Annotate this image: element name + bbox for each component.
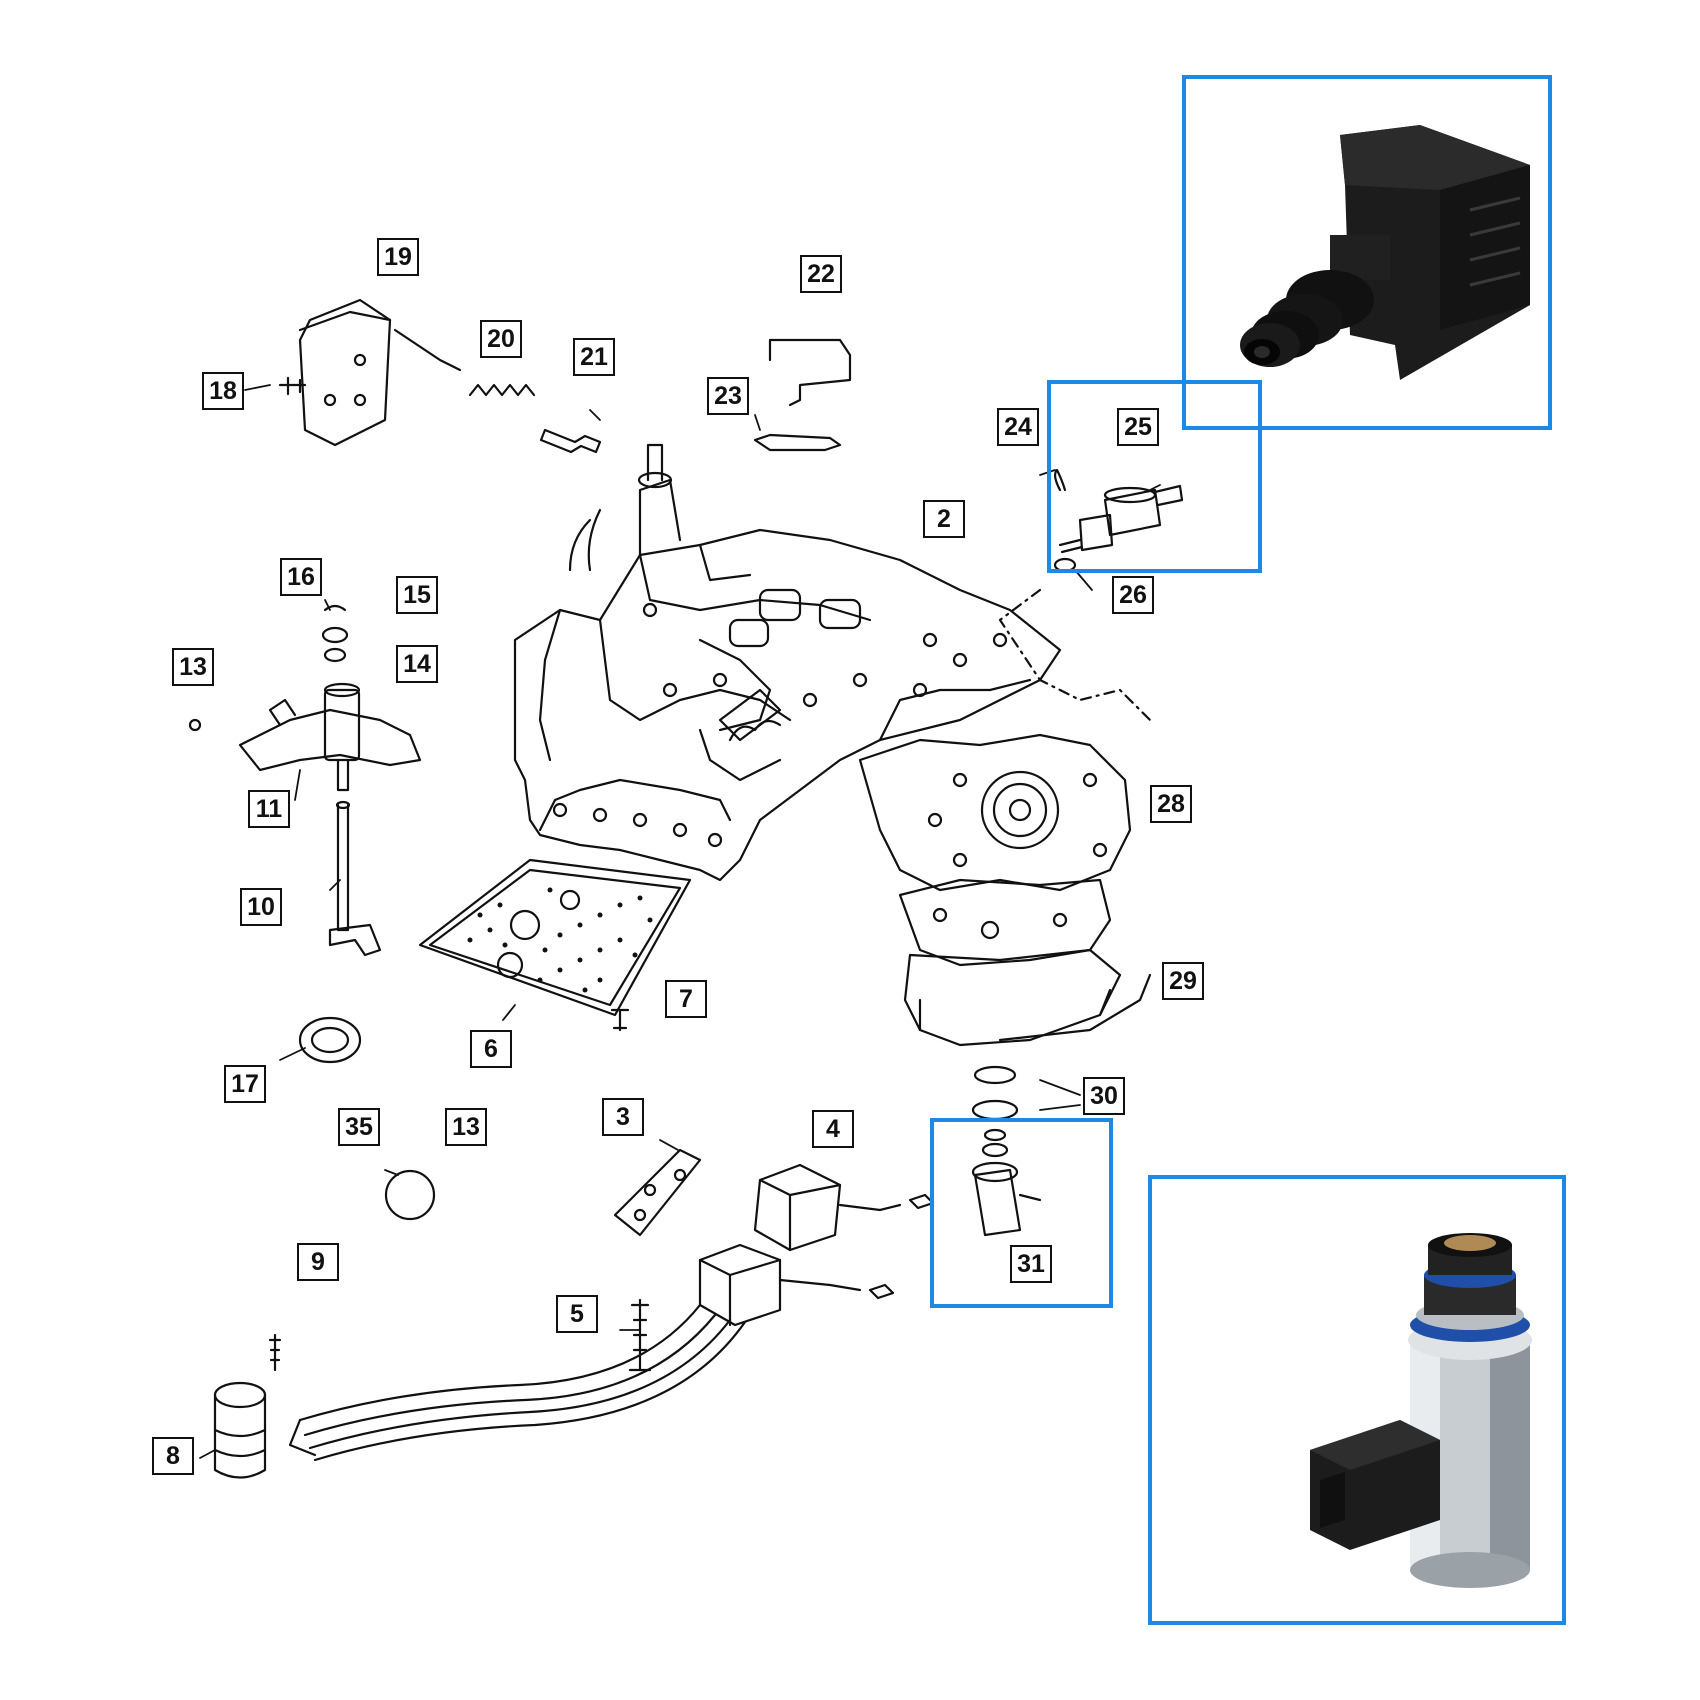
callout-6: 6: [470, 1030, 512, 1068]
valve-body: [513, 443, 1062, 882]
callout-31: 31: [1010, 1245, 1052, 1283]
callout-16: 16: [280, 558, 322, 596]
callout-26: 26: [1112, 576, 1154, 614]
callout-11: 11: [248, 790, 290, 828]
bolt-5: [628, 1298, 652, 1372]
callout-19: 19: [377, 238, 419, 276]
callout-29: 29: [1162, 962, 1204, 1000]
callout-22: 22: [800, 255, 842, 293]
callout-15: 15: [396, 576, 438, 614]
callout-3: 3: [602, 1098, 644, 1136]
highlight-box-bottom-photo: [1148, 1175, 1566, 1625]
sensor-8: [213, 1381, 267, 1479]
callout-8: 8: [152, 1437, 194, 1475]
callout-17: 17: [224, 1065, 266, 1103]
callout-35: 35: [338, 1108, 380, 1146]
callout-7: 7: [665, 980, 707, 1018]
governor-solenoid-line-art: [1053, 468, 1184, 573]
filter-screen: [418, 858, 692, 1017]
valve-21: [539, 428, 602, 454]
leader-lines: [199, 384, 1161, 1459]
solenoid-assembly: [288, 1148, 935, 1462]
callout-23: 23: [707, 377, 749, 415]
spring-20: [468, 383, 536, 397]
oring-35: [384, 1169, 436, 1221]
callout-10: 10: [240, 888, 282, 926]
bolt-7: [610, 1008, 630, 1032]
callout-13-top: 13: [172, 648, 214, 686]
throttle-bracket: [278, 298, 462, 447]
accumulator-plates: [858, 733, 1152, 1047]
highlight-box-solenoid-31: [930, 1118, 1113, 1308]
callout-20: 20: [480, 320, 522, 358]
callout-28: 28: [1150, 785, 1192, 823]
ring-30a: [973, 1065, 1017, 1085]
callout-4: 4: [812, 1110, 854, 1148]
callout-14: 14: [396, 645, 438, 683]
screw-9: [268, 1333, 282, 1372]
callout-24: 24: [997, 408, 1039, 446]
callout-18: 18: [202, 372, 244, 410]
highlight-box-top-photo: [1182, 75, 1552, 430]
callout-9: 9: [297, 1243, 339, 1281]
solenoid-31-line-art: [971, 1128, 1042, 1237]
callout-25: 25: [1117, 408, 1159, 446]
callout-13-bottom: 13: [445, 1108, 487, 1146]
manual-lever-group: [188, 604, 422, 1064]
ring-30b: [971, 1099, 1019, 1121]
clip-22: [768, 338, 852, 407]
callout-2: 2: [923, 500, 965, 538]
highlight-box-solenoid-25: [1047, 380, 1262, 573]
callout-30: 30: [1083, 1077, 1125, 1115]
callout-5: 5: [556, 1295, 598, 1333]
clip-23: [753, 433, 842, 452]
callout-21: 21: [573, 338, 615, 376]
dash-leader: [998, 588, 1152, 722]
